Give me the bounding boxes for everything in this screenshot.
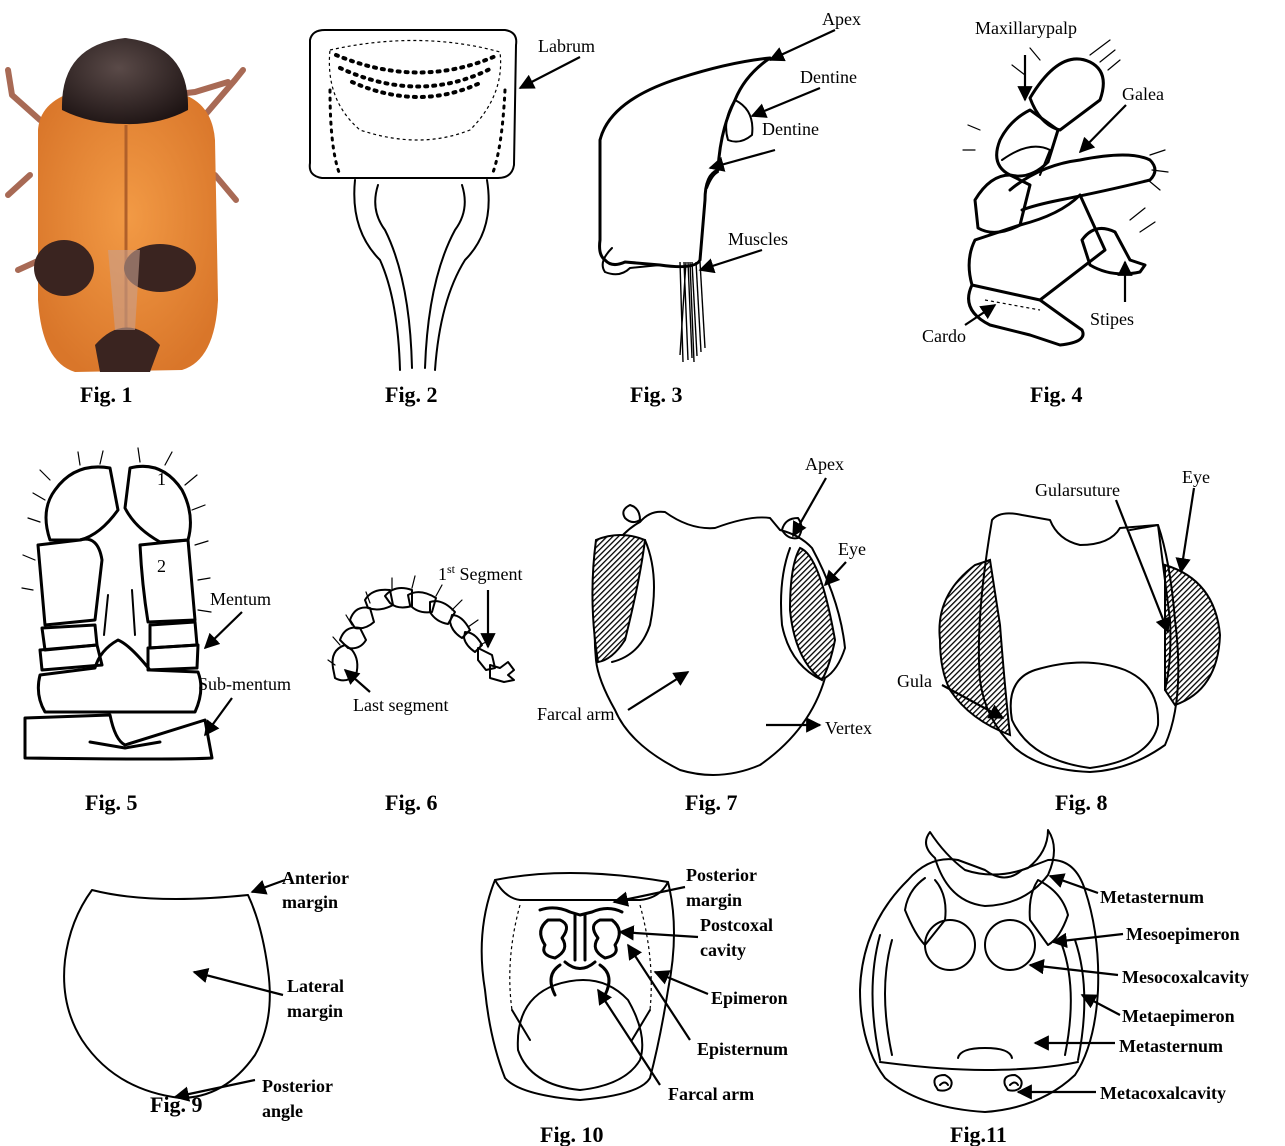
fig7-label-vertex: Vertex xyxy=(825,718,872,738)
fig3-dentine1-arrow xyxy=(752,88,820,116)
fig8-label-gula: Gula xyxy=(897,671,932,691)
fig10-posterior-arrow xyxy=(614,887,685,902)
fig2-labrum-drawing xyxy=(310,30,517,370)
fig2-caption: Fig. 2 xyxy=(385,382,438,407)
fig11-label-metaepimeron: Metaepimeron xyxy=(1122,1006,1235,1026)
fig10-epimeron-arrow xyxy=(655,972,708,994)
fig11-mesoepimeron-arrow xyxy=(1053,934,1123,942)
fig10-label-postcoxal-1: Postcoxal xyxy=(700,915,773,935)
fig11-mesocoxal-arrow xyxy=(1030,965,1118,975)
fig10-caption: Fig. 10 xyxy=(540,1122,604,1146)
fig7-label-farcal-arm: Farcal arm xyxy=(537,704,614,724)
fig5-label-mentum: Mentum xyxy=(210,589,271,609)
fig10-label-farcal-arm: Farcal arm xyxy=(668,1084,754,1104)
fig8-gular-arrow xyxy=(1116,500,1168,632)
fig5-mentum-arrow xyxy=(205,612,242,648)
fig7-farcal-arrow xyxy=(628,672,688,710)
fig5-label-sub-mentum: Sub-mentum xyxy=(198,674,291,694)
fig11-metasternum-top-arrow xyxy=(1050,876,1098,893)
fig6-caption: Fig. 6 xyxy=(385,790,438,815)
fig10-label-epimeron: Epimeron xyxy=(711,988,788,1008)
fig3-muscles-arrow xyxy=(700,250,762,270)
fig11-label-mesocoxalcavity: Mesocoxalcavity xyxy=(1122,967,1249,987)
fig11-label-mesoepimeron: Mesoepimeron xyxy=(1126,924,1240,944)
fig9-label-lateral-1: Lateral xyxy=(287,976,344,996)
fig5-submentum-arrow xyxy=(205,698,232,735)
fig5-labium-drawing xyxy=(22,448,212,759)
fig9-label-anterior-2: margin xyxy=(282,892,338,912)
fig11-metaepimeron-arrow xyxy=(1082,995,1120,1015)
fig6-antenna-drawing xyxy=(328,576,514,682)
fig8-eye-arrow xyxy=(1181,488,1194,572)
fig8-label-gular-suture: Gularsuture xyxy=(1035,480,1120,500)
fig6-last-segment-arrow xyxy=(345,670,370,692)
fig10-label-posterior-1: Posterior xyxy=(686,865,757,885)
fig2-labrum-arrow xyxy=(520,57,580,88)
fig4-label-maxillary-palp: Maxillarypalp xyxy=(975,18,1077,38)
fig11-label-metacoxalcavity: Metacoxalcavity xyxy=(1100,1083,1226,1103)
fig3-apex-arrow xyxy=(770,30,835,60)
fig3-label-dentine-2: Dentine xyxy=(762,119,819,139)
fig6-label-first-segment: 1st Segment xyxy=(438,562,523,584)
fig9-anterior-arrow xyxy=(252,880,285,892)
fig3-label-apex: Apex xyxy=(822,9,861,29)
fig1-beetle-photo xyxy=(8,38,243,372)
fig8-caption: Fig. 8 xyxy=(1055,790,1108,815)
fig7-label-apex: Apex xyxy=(805,454,844,474)
fig8-label-eye: Eye xyxy=(1182,467,1210,487)
fig4-galea-arrow xyxy=(1080,105,1126,152)
fig10-episternum-arrow xyxy=(628,945,690,1040)
fig10-label-episternum: Episternum xyxy=(697,1039,788,1059)
fig9-pronotum-drawing xyxy=(64,890,270,1098)
fig10-farcal-arrow xyxy=(598,990,660,1085)
fig11-label-metasternum-mid: Metasternum xyxy=(1119,1036,1223,1056)
fig8-head-ventral-drawing xyxy=(939,513,1220,772)
fig7-apex-arrow xyxy=(793,478,826,536)
fig7-eye-arrow xyxy=(825,562,846,585)
fig10-label-postcoxal-2: cavity xyxy=(700,940,746,960)
fig9-label-posterior-1: Posterior xyxy=(262,1076,333,1096)
fig9-caption: Fig. 9 xyxy=(150,1092,203,1117)
fig11-metasternum-drawing xyxy=(860,830,1098,1112)
fig10-label-posterior-2: margin xyxy=(686,890,742,910)
fig7-label-eye: Eye xyxy=(838,539,866,559)
fig9-label-lateral-2: margin xyxy=(287,1001,343,1021)
fig3-caption: Fig. 3 xyxy=(630,382,683,407)
fig5-label-segment-1: 1 xyxy=(157,469,166,489)
fig5-caption: Fig. 5 xyxy=(85,790,138,815)
fig11-label-metasternum-top: Metasternum xyxy=(1100,887,1204,907)
fig4-caption: Fig. 4 xyxy=(1030,382,1083,407)
fig7-caption: Fig. 7 xyxy=(685,790,738,815)
fig2-label-labrum: Labrum xyxy=(538,36,595,56)
fig3-label-muscles: Muscles xyxy=(728,229,788,249)
fig10-prosternum-drawing xyxy=(482,873,674,1100)
fig9-label-anterior-1: Anterior xyxy=(282,868,349,888)
fig3-label-dentine-1: Dentine xyxy=(800,67,857,87)
fig10-postcoxal-arrow xyxy=(620,932,698,937)
fig11-caption: Fig.11 xyxy=(950,1122,1007,1146)
fig1-caption: Fig. 1 xyxy=(80,382,133,407)
fig3-mandible-drawing xyxy=(600,58,770,362)
fig5-label-segment-2: 2 xyxy=(157,556,166,576)
fig7-head-dorsal-drawing xyxy=(592,505,845,775)
fig4-label-galea: Galea xyxy=(1122,84,1164,104)
fig4-label-cardo: Cardo xyxy=(922,326,966,346)
fig6-label-last-segment: Last segment xyxy=(353,695,448,715)
fig4-label-stipes: Stipes xyxy=(1090,309,1134,329)
fig9-label-posterior-2: angle xyxy=(262,1101,303,1121)
